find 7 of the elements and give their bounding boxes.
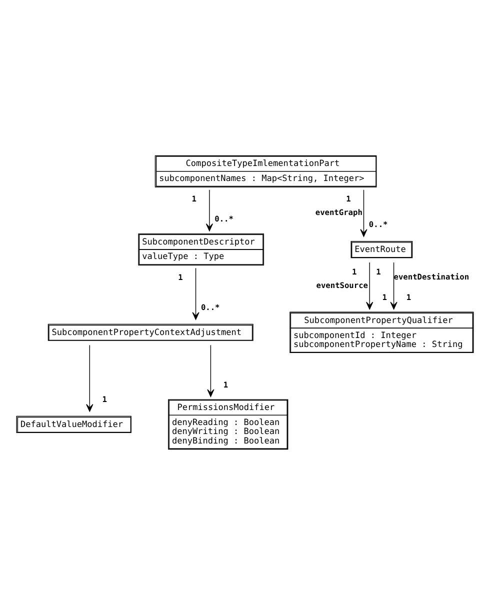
- arrow: [360, 190, 368, 237]
- arrow: [390, 262, 398, 310]
- arrow: [86, 344, 94, 412]
- arrow: [206, 190, 213, 232]
- arrow: [207, 344, 214, 397]
- arrow: [366, 262, 374, 310]
- arrow: [192, 268, 200, 320]
